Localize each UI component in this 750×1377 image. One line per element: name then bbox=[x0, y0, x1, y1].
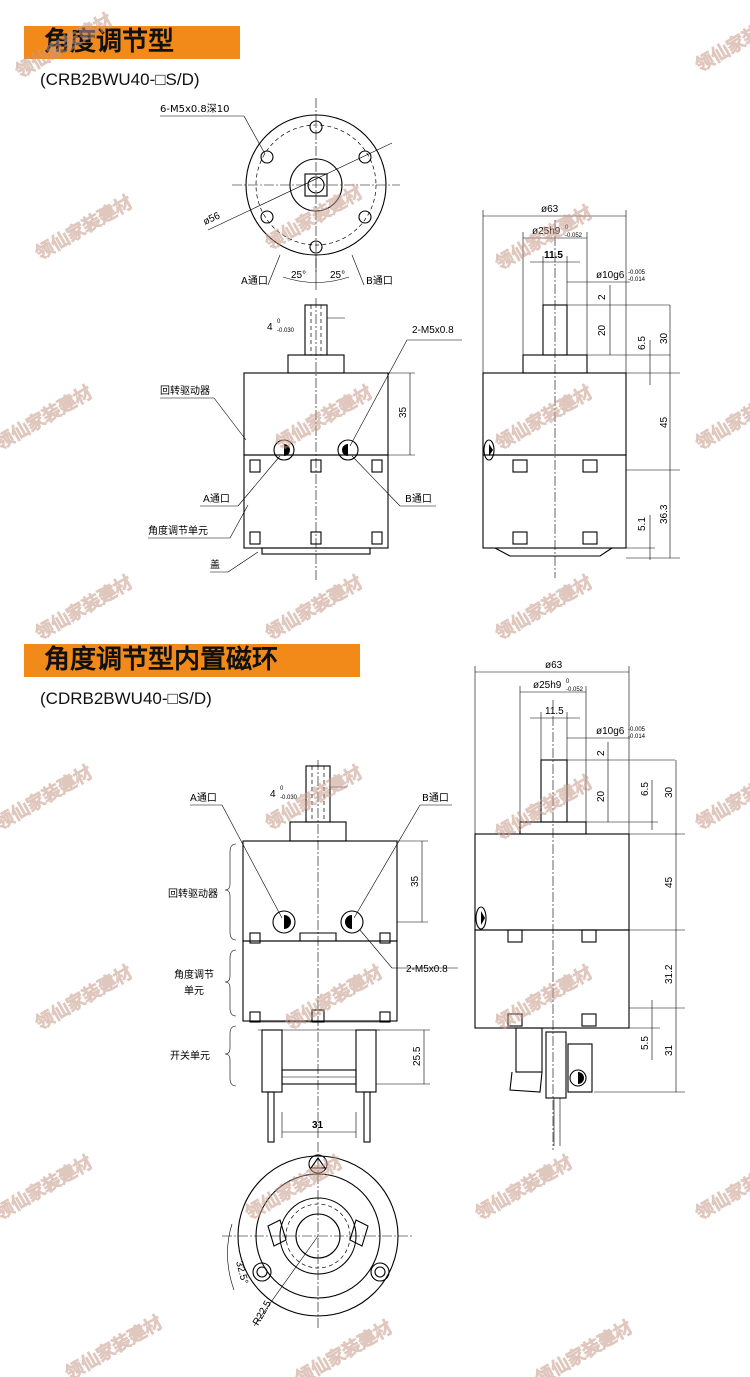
s1-dia-56: ø56 bbox=[202, 210, 223, 227]
section2-model: (CDRB2BWU40-□S/D) bbox=[40, 689, 212, 708]
s2-front-view: 4 0 -0.030 A通口 B通口 35 回转驱动器 2-M5x0.8 角度调… bbox=[168, 760, 458, 1143]
s2-side-dim-31-2: 31.2 bbox=[664, 964, 675, 984]
s1-top-port-a: A通口 bbox=[241, 275, 268, 287]
s2-side-dim-31: 31 bbox=[664, 1044, 675, 1056]
s1-side-dim-30: 30 bbox=[659, 332, 670, 344]
watermark: 领仙家装建材 bbox=[272, 381, 377, 454]
s1-top-port-b: B通口 bbox=[366, 275, 393, 287]
s1-side-dim-6-5: 6.5 bbox=[637, 336, 648, 350]
section1-title: 角度调节型 bbox=[24, 26, 240, 59]
s1-side-dim-36-3: 36.3 bbox=[659, 504, 670, 524]
watermark: 领仙家装建材 bbox=[692, 761, 750, 834]
s1-front-port-b: B通口 bbox=[405, 493, 432, 505]
s2-side-dia-25-upper: 0 bbox=[566, 679, 570, 685]
watermark: 领仙家装建材 bbox=[0, 381, 96, 454]
s1-side-view: ø63 ø25h9 0 -0.052 11.5 ø10g6 -0.005 -0.… bbox=[482, 204, 680, 578]
s2-bottom-radius: R22.5 bbox=[251, 1299, 274, 1328]
watermark: 领仙家装建材 bbox=[282, 961, 387, 1034]
s1-side-dim-5-1: 5.1 bbox=[637, 517, 648, 531]
s2-side-dim-2: 2 bbox=[596, 750, 607, 756]
s2-front-actuator: 回转驱动器 bbox=[168, 887, 218, 900]
watermark: 领仙家装建材 bbox=[492, 381, 597, 454]
s2-side-dim-30: 30 bbox=[664, 786, 675, 798]
watermark: 领仙家装建材 bbox=[32, 961, 137, 1034]
s2-side-dia-63: ø63 bbox=[545, 660, 563, 671]
watermark: 领仙家装建材 bbox=[292, 1316, 397, 1377]
s1-side-dia-25-upper: 0 bbox=[565, 225, 569, 231]
s1-side-dia-10-lower: -0.014 bbox=[628, 277, 646, 283]
s2-side-dim-45: 45 bbox=[664, 876, 675, 888]
watermark: 领仙家装建材 bbox=[692, 3, 750, 76]
s2-side-dia-10-lower: -0.014 bbox=[628, 734, 646, 740]
s1-front-thread: 2-M5x0.8 bbox=[412, 325, 454, 336]
watermark: 领仙家装建材 bbox=[242, 1151, 347, 1224]
s1-front-shaft-tol-upper: 0 bbox=[277, 319, 281, 325]
watermark: 领仙家装建材 bbox=[262, 571, 367, 644]
watermark-layer: 领仙家装建材 领仙家装建材 领仙家装建材 领仙家装建材 领仙家装建材 领仙家装建… bbox=[0, 3, 750, 1377]
s1-front-shaft-tol-lower: -0.030 bbox=[277, 328, 295, 334]
s1-front-port-a: A通口 bbox=[203, 493, 230, 505]
s1-side-dim-45: 45 bbox=[659, 416, 670, 428]
s1-side-dia-25-lower: -0.052 bbox=[565, 233, 583, 239]
section1-model: (CRB2BWU40-□S/D) bbox=[40, 70, 200, 89]
s1-hole-label: 6-M5x0.8深10 bbox=[160, 103, 230, 115]
s2-front-shaft-tol-upper: 0 bbox=[280, 786, 284, 792]
s1-front-actuator: 回转驱动器 bbox=[160, 384, 210, 397]
s2-side-dia-25: ø25h9 bbox=[533, 680, 562, 691]
s2-front-dim-25-5: 25.5 bbox=[412, 1046, 423, 1066]
s1-side-dim-11-5: 11.5 bbox=[544, 250, 563, 261]
watermark: 领仙家装建材 bbox=[492, 961, 597, 1034]
s2-front-dim-31: 31 bbox=[312, 1120, 324, 1131]
s1-top-view: 6-M5x0.8深10 ø56 25° 25° A通口 B通口 bbox=[160, 98, 400, 290]
watermark: 领仙家装建材 bbox=[32, 191, 137, 264]
s1-side-dia-10: ø10g6 bbox=[596, 270, 625, 281]
s1-angle-right: 25° bbox=[330, 270, 345, 281]
s1-front-dim-35: 35 bbox=[398, 406, 409, 418]
s1-side-dia-63: ø63 bbox=[541, 204, 559, 215]
s1-side-dia-10-upper: -0.005 bbox=[628, 270, 646, 276]
watermark: 领仙家装建材 bbox=[692, 381, 750, 454]
s2-side-dia-10-upper: -0.005 bbox=[628, 727, 646, 733]
s2-bottom-angle: 32.5° bbox=[233, 1260, 250, 1286]
watermark: 领仙家装建材 bbox=[262, 761, 367, 834]
s1-angle-left: 25° bbox=[291, 270, 306, 281]
watermark: 领仙家装建材 bbox=[692, 1151, 750, 1224]
s2-side-dim-5-5: 5.5 bbox=[640, 1036, 651, 1050]
s2-front-port-b: B通口 bbox=[422, 792, 449, 804]
s2-front-switch-unit: 开关单元 bbox=[170, 1049, 210, 1062]
s2-front-angle-unit-2: 单元 bbox=[184, 985, 204, 997]
watermark: 领仙家装建材 bbox=[492, 571, 597, 644]
s1-front-angle-unit: 角度调节单元 bbox=[148, 524, 208, 537]
s2-side-dim-11-5: 11.5 bbox=[545, 706, 564, 717]
s1-front-shaft-tol: 4 bbox=[267, 322, 273, 333]
section2-title: 角度调节型内置磁环 bbox=[24, 644, 360, 677]
s1-front-view: 4 0 -0.030 2-M5x0.8 35 回转驱动器 A通口 B通口 角度调… bbox=[148, 298, 462, 580]
watermark: 领仙家装建材 bbox=[32, 571, 137, 644]
s1-side-dia-25: ø25h9 bbox=[532, 226, 561, 237]
s1-front-cover: 盖 bbox=[210, 558, 220, 571]
s1-side-dim-2: 2 bbox=[597, 294, 608, 300]
watermark: 领仙家装建材 bbox=[62, 1311, 167, 1377]
watermark: 领仙家装建材 bbox=[472, 1151, 577, 1224]
watermark: 领仙家装建材 bbox=[12, 9, 117, 82]
s2-front-shaft-tol-lower: -0.030 bbox=[280, 795, 298, 801]
s2-front-port-a: A通口 bbox=[190, 792, 217, 804]
s2-side-dia-25-lower: -0.052 bbox=[566, 687, 584, 693]
watermark: 领仙家装建材 bbox=[532, 1316, 637, 1377]
s2-side-dim-6-5: 6.5 bbox=[640, 782, 651, 796]
watermark: 领仙家装建材 bbox=[0, 1151, 96, 1224]
watermark: 领仙家装建材 bbox=[492, 771, 597, 844]
s2-front-shaft-tol: 4 bbox=[270, 789, 276, 800]
watermark: 领仙家装建材 bbox=[0, 761, 96, 834]
s2-front-angle-unit-1: 角度调节 bbox=[174, 968, 214, 981]
s1-side-dim-20: 20 bbox=[597, 324, 608, 336]
s2-side-view: ø63 ø25h9 0 -0.052 11.5 ø10g6 -0.005 -0.… bbox=[474, 660, 685, 1150]
s2-side-dim-20: 20 bbox=[596, 790, 607, 802]
s2-front-thread: 2-M5x0.8 bbox=[406, 964, 448, 975]
s2-side-dia-10: ø10g6 bbox=[596, 726, 625, 737]
s2-front-dim-35: 35 bbox=[410, 875, 421, 887]
